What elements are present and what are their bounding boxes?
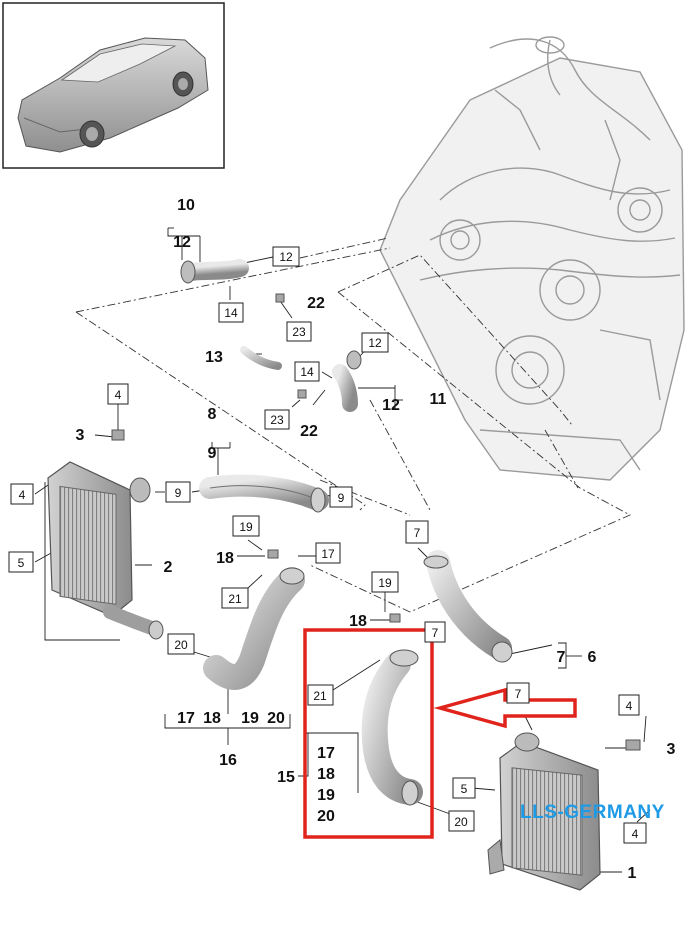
- svg-text:4: 4: [115, 388, 122, 402]
- callout-10: 10: [177, 197, 195, 214]
- callout-22-b: 22: [300, 423, 318, 440]
- part-box-19-a: 19: [232, 515, 260, 537]
- group-16-item-18: 18: [203, 710, 221, 727]
- svg-text:4: 4: [19, 488, 26, 502]
- intake-pipe-10: [180, 259, 249, 284]
- svg-text:4: 4: [632, 827, 639, 841]
- part-box-14-a: 14: [218, 302, 244, 323]
- charge-hose-6: [423, 550, 513, 663]
- part-box-4-c: 4: [618, 694, 640, 716]
- part-box-21-b: 21: [307, 684, 334, 706]
- part-number-boxes: 12 12 14 14 23 23 4 4 4 4 9 9 5 5 19 19 …: [8, 246, 647, 844]
- watermark: LLS-GERMANY: [520, 802, 665, 823]
- part-box-5-b: 5: [452, 777, 476, 799]
- group-16-item-19: 19: [241, 710, 259, 727]
- group-15-item-18: 18: [317, 766, 335, 783]
- callout-15: 15: [277, 769, 295, 786]
- charge-hose-16: [203, 567, 305, 690]
- part-box-20-a: 20: [167, 633, 195, 655]
- svg-text:9: 9: [338, 491, 345, 505]
- charge-hose-15: [361, 649, 423, 806]
- engine-illustration: [379, 36, 685, 481]
- callout-6: 6: [588, 649, 597, 666]
- callout-16: 16: [219, 752, 237, 769]
- svg-text:7: 7: [414, 526, 421, 540]
- svg-text:7: 7: [515, 687, 522, 701]
- svg-text:4: 4: [626, 699, 633, 713]
- highlight-arrow: [433, 687, 577, 729]
- svg-text:12: 12: [279, 250, 293, 264]
- svg-text:23: 23: [292, 325, 306, 339]
- part-box-7-c: 7: [506, 682, 530, 704]
- callout-1: 1: [628, 865, 637, 882]
- part-box-4-d: 4: [623, 822, 647, 844]
- svg-text:12: 12: [368, 336, 382, 350]
- callout-12-group-10: 12: [173, 234, 191, 251]
- part-box-17: 17: [315, 542, 341, 564]
- part-box-12-a: 12: [272, 246, 300, 267]
- highlight-frame: [303, 628, 434, 839]
- part-box-7-a: 7: [405, 520, 429, 544]
- svg-text:7: 7: [432, 626, 439, 640]
- part-box-9-a: 9: [165, 481, 191, 503]
- callout-2: 2: [164, 559, 173, 576]
- part-box-4-b: 4: [10, 483, 34, 505]
- vehicle-thumbnail: [2, 2, 225, 169]
- part-box-12-b: 12: [361, 332, 389, 353]
- part-box-7-b: 7: [424, 621, 446, 643]
- svg-text:19: 19: [378, 576, 392, 590]
- small-parts: [111, 293, 641, 751]
- part-box-20-b: 20: [448, 810, 475, 832]
- part-box-14-b: 14: [294, 361, 320, 382]
- callout-18-a: 18: [216, 550, 234, 567]
- charge-pipe-9: [199, 474, 329, 513]
- group-16-item-17: 17: [177, 710, 195, 727]
- svg-text:23: 23: [270, 413, 284, 427]
- callout-numbers: 10 12 22 13 22 12 11 8 9 3 2 18 18 17 18…: [76, 197, 676, 882]
- callout-3-a: 3: [76, 427, 85, 444]
- callout-9-group-8: 9: [208, 445, 217, 462]
- callout-18-b: 18: [349, 613, 367, 630]
- part-box-9-b: 9: [329, 486, 353, 508]
- intake-pipe-11: [332, 350, 362, 412]
- group-15-item-19: 19: [317, 787, 335, 804]
- callout-8: 8: [208, 406, 217, 423]
- svg-text:20: 20: [454, 815, 468, 829]
- part-box-23-b: 23: [264, 409, 290, 430]
- group-15-item-20: 20: [317, 808, 335, 825]
- svg-text:14: 14: [224, 306, 238, 320]
- part-box-5-a: 5: [8, 551, 34, 573]
- intercooler-left: [47, 461, 164, 640]
- part-box-4-a: 4: [107, 383, 129, 405]
- callout-12-group-11: 12: [382, 397, 400, 414]
- part-box-21-a: 21: [221, 587, 249, 609]
- part-box-23-a: 23: [286, 321, 312, 342]
- callout-11: 11: [430, 391, 447, 408]
- svg-text:20: 20: [174, 638, 188, 652]
- svg-text:5: 5: [461, 782, 468, 796]
- part-box-19-b: 19: [371, 571, 399, 593]
- svg-text:5: 5: [18, 556, 25, 570]
- callout-7-group-6: 7: [557, 649, 566, 666]
- svg-text:9: 9: [175, 486, 182, 500]
- callout-3-b: 3: [667, 741, 676, 758]
- intercooler-right: [487, 732, 601, 891]
- svg-text:21: 21: [313, 689, 327, 703]
- svg-text:19: 19: [239, 520, 253, 534]
- group-16-item-20: 20: [267, 710, 285, 727]
- hose-13: [240, 346, 282, 370]
- svg-text:14: 14: [300, 365, 314, 379]
- callout-22-a: 22: [307, 295, 325, 312]
- leader-lines-dashed: [75, 237, 632, 613]
- callout-13: 13: [205, 349, 223, 366]
- svg-text:21: 21: [228, 592, 242, 606]
- svg-text:17: 17: [321, 547, 335, 561]
- group-15-item-17: 17: [317, 745, 335, 762]
